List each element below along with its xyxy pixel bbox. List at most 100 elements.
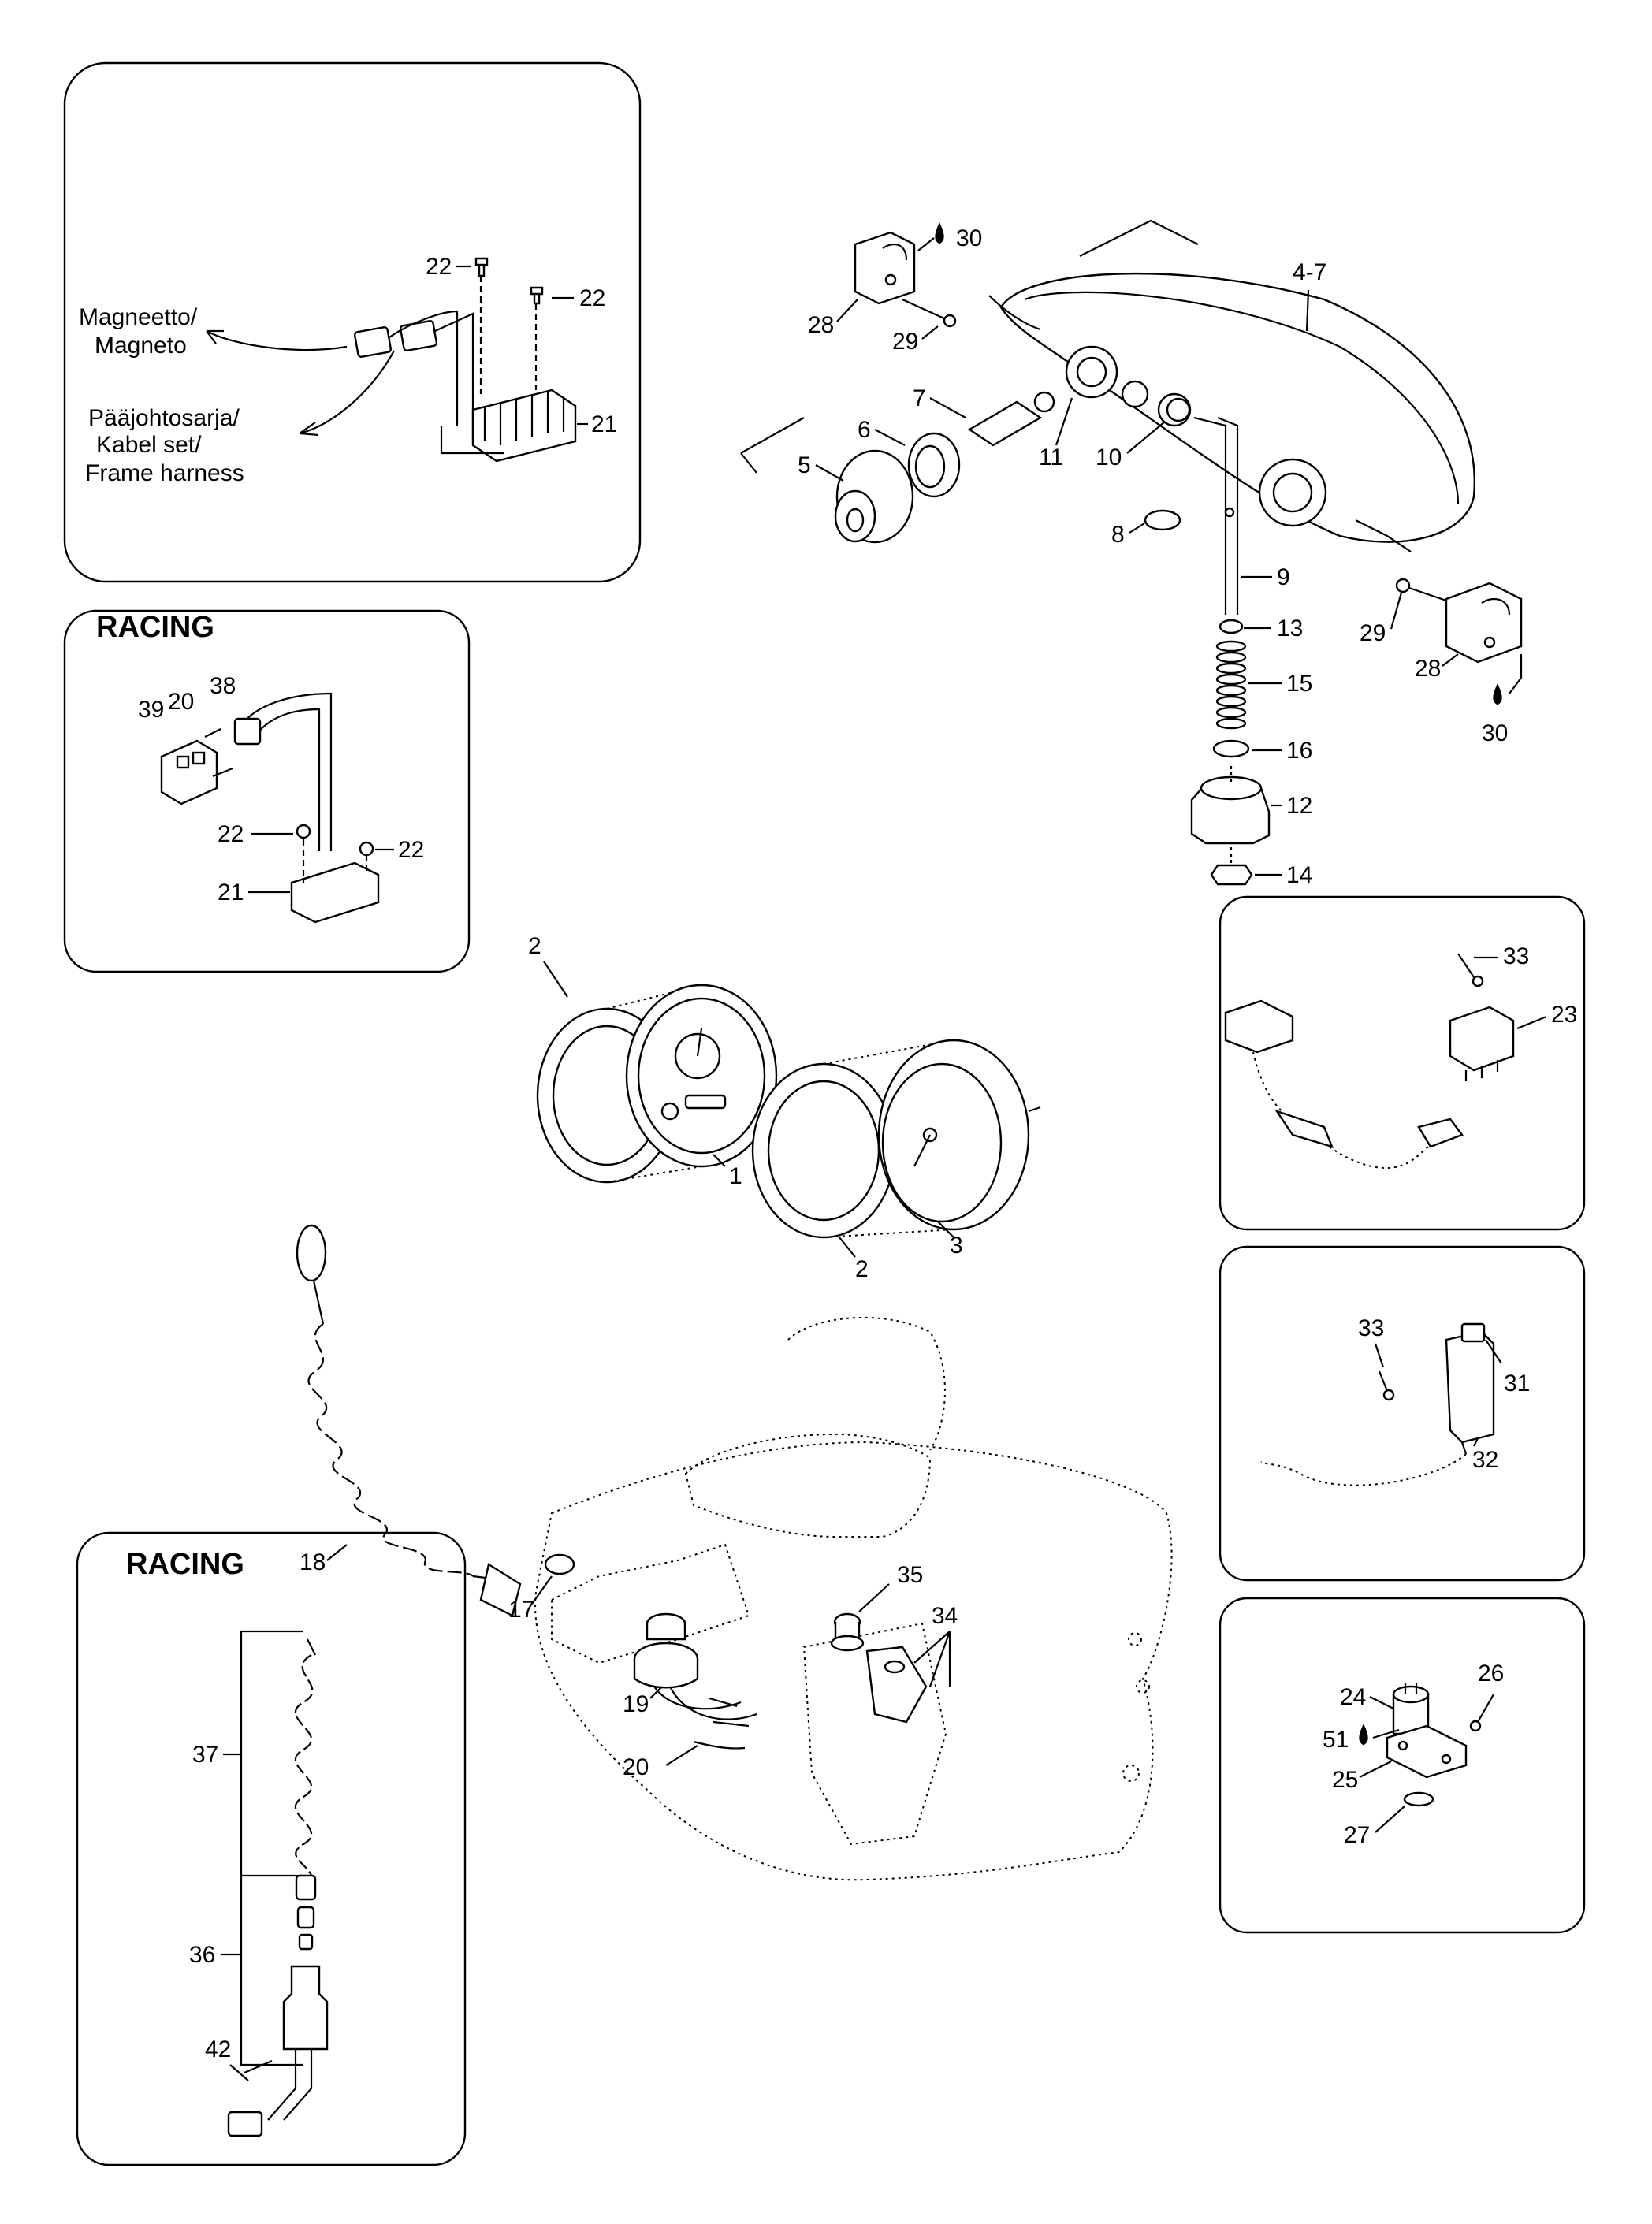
callout-33b: 33 [1358, 1315, 1384, 1341]
connector-pair [353, 310, 474, 441]
callout-2a: 2 [528, 933, 541, 959]
inset-top-left: Magneetto/ Magneto Pääjohtosarja/ Kabel … [63, 61, 642, 583]
grease-drop-icon-2 [1493, 683, 1502, 705]
headlight-assembly: 4-7 [988, 219, 1476, 552]
callout-3: 3 [950, 1233, 963, 1259]
racing-heading-1: RACING [96, 611, 214, 644]
callout-9: 9 [1277, 564, 1290, 590]
callout-10: 10 [1096, 444, 1122, 470]
callout-31: 31 [1504, 1370, 1530, 1397]
inset-racing-2: RACING 37 36 42 [76, 1531, 467, 2166]
callout-17: 17 [508, 1597, 534, 1623]
callout-35: 35 [897, 1562, 923, 1588]
connector-39 [160, 739, 218, 805]
callout-29a: 29 [892, 329, 918, 355]
callout-13: 13 [1277, 616, 1303, 642]
callout-16: 16 [1286, 738, 1312, 764]
callout-28a: 28 [808, 312, 834, 338]
connector-harness [1224, 999, 1294, 1054]
bracket-top: 30 28 29 [808, 222, 982, 355]
callout-20: 20 [623, 1754, 649, 1780]
gasket-25 [1386, 1724, 1468, 1779]
magneto-label-line1: Magneetto/ [79, 304, 198, 330]
magneto-label-line2: Magneto [95, 333, 187, 359]
racing-heading-2: RACING [126, 1548, 244, 1581]
callout-21-racing: 21 [218, 880, 244, 906]
callout-11: 11 [1039, 444, 1063, 470]
callout-22d: 22 [398, 837, 424, 863]
washer-16 [1212, 739, 1250, 758]
callout-12: 12 [1286, 793, 1312, 819]
regulator-21-racing [290, 861, 380, 924]
adjuster-nut-12 [1190, 787, 1271, 845]
callout-33a: 33 [1503, 943, 1529, 969]
callout-23: 23 [1551, 1002, 1577, 1028]
callout-37: 37 [192, 1742, 218, 1768]
adjuster-stack: 9 13 15 16 12 14 [1190, 564, 1312, 888]
callout-28b: 28 [1415, 656, 1441, 682]
bracket-right: 29 28 30 [1360, 578, 1523, 746]
tether-cord: 18 17 [296, 1224, 575, 1623]
callout-15: 15 [1286, 671, 1312, 697]
callout-29b: 29 [1360, 620, 1386, 646]
harness-label-line3: Frame harness [85, 460, 244, 486]
fuse-holder-32 [1445, 1330, 1495, 1444]
relay-23 [1449, 1006, 1515, 1072]
clip-8 [1144, 509, 1181, 531]
callout-21: 21 [591, 411, 617, 437]
gauges: 2 1 2 3 [528, 933, 1041, 1282]
callout-24: 24 [1340, 1684, 1366, 1710]
callout-39: 39 [138, 697, 164, 723]
grommet-10 [1166, 397, 1191, 422]
callout-14: 14 [1286, 862, 1312, 888]
grease-drop-icon-3 [1359, 1724, 1368, 1746]
ring-17 [544, 1553, 575, 1575]
callout-22c: 22 [218, 821, 244, 847]
callout-19: 19 [623, 1691, 649, 1717]
callout-32: 32 [1472, 1447, 1498, 1473]
callout-30b: 30 [1482, 720, 1508, 746]
spring-15 [1215, 640, 1247, 730]
inset-fuse: 33 31 32 [1219, 1245, 1586, 1582]
fuse-31 [1460, 1322, 1486, 1343]
inset-sensor: 24 26 51 25 27 [1219, 1597, 1586, 1934]
callout-34: 34 [932, 1603, 958, 1629]
headlight-parts: 5 6 7 11 10 8 [740, 385, 1239, 615]
voltage-regulator [440, 389, 577, 463]
inset-racing-1: RACING 39 20 38 22 22 21 [63, 609, 471, 973]
tether-key [479, 1563, 522, 1617]
washer-13 [1219, 619, 1244, 634]
connector-racing [227, 2111, 263, 2137]
callout-51: 51 [1323, 1727, 1349, 1753]
switch-36 [282, 1965, 329, 2051]
magneto-arrow [206, 330, 348, 351]
inset-relay: 33 23 [1219, 895, 1586, 1231]
callout-38: 38 [210, 673, 236, 699]
grease-drop-icon [935, 222, 944, 244]
callout-5: 5 [798, 452, 811, 478]
callout-8: 8 [1111, 522, 1125, 548]
harness-label-line2: Kabel set/ [96, 432, 202, 458]
ring-27 [1403, 1791, 1434, 1807]
callout-42: 42 [205, 2036, 231, 2062]
callout-27: 27 [1344, 1822, 1370, 1848]
connector-38 [233, 717, 262, 746]
harness-label-line1: Pääjohtosarja/ [88, 405, 240, 431]
callout-22b: 22 [579, 285, 605, 311]
callout-6: 6 [858, 417, 871, 443]
nut-14 [1210, 864, 1253, 886]
callout-7: 7 [913, 385, 926, 411]
callout-22a: 22 [426, 254, 452, 280]
bulb-7 [967, 400, 1043, 447]
stop-switch: 35 34 [830, 1562, 958, 1724]
callout-1: 1 [729, 1163, 742, 1189]
harness-arrow [299, 350, 395, 435]
console-outline [534, 1316, 1173, 1881]
start-switch: 19 20 [623, 1612, 757, 1780]
callout-4-7: 4-7 [1293, 259, 1326, 285]
callout-25: 25 [1332, 1767, 1358, 1793]
callout-36: 36 [189, 1942, 215, 1968]
callout-26: 26 [1478, 1661, 1504, 1687]
callout-20-racing: 20 [168, 689, 194, 715]
